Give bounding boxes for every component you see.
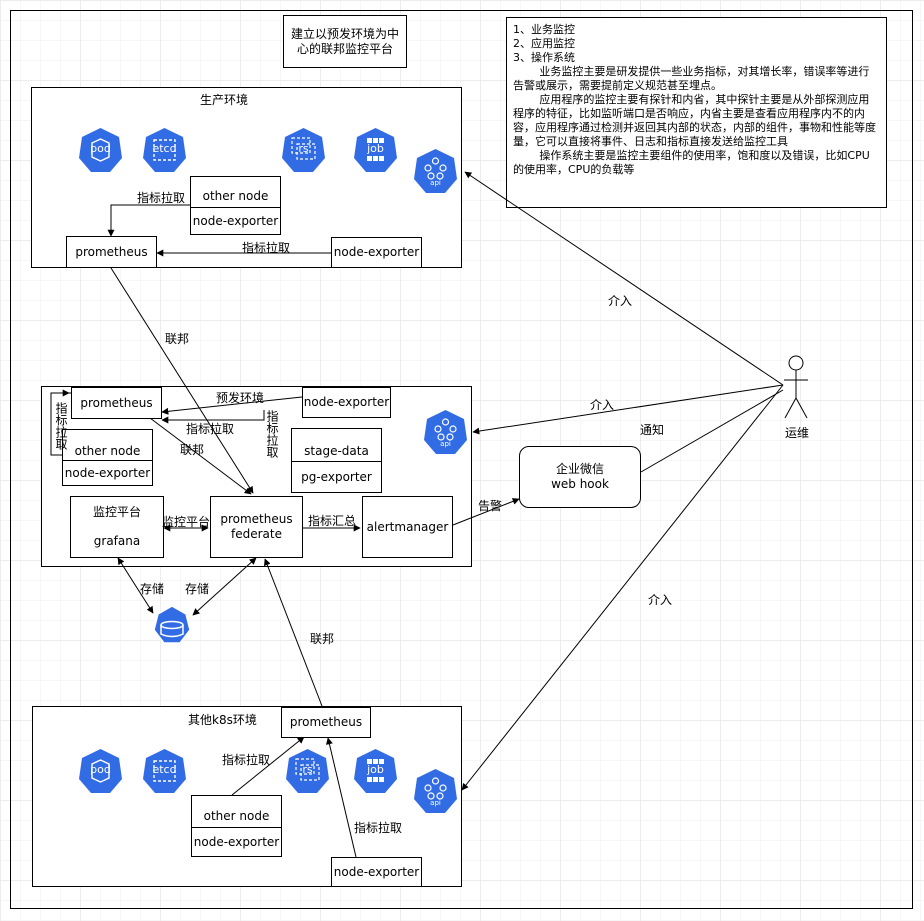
pod-icon-other: pod [79, 748, 122, 793]
notes-paragraph-business: 业务监控主要是研发提供一些业务指标，对其增长率，错误率等进行告警或展示，需要提前… [513, 65, 870, 92]
edge-stage-nodeexporter-to-prometheus [161, 396, 303, 415]
prod-pull-label-1: 指标拉取 [137, 191, 186, 205]
other-pull-label-2: 指标拉取 [354, 821, 403, 835]
replicaset-icon: rs [282, 127, 325, 172]
edge-label-notify: 通知 [640, 423, 665, 437]
stage-data-node[interactable]: stage-data [291, 428, 382, 462]
stage-federation-label: 联邦 [180, 443, 205, 457]
stage-pull-label-vertical-left: 指标拉取 [54, 402, 68, 450]
edge-ops-to-stage-api [472, 384, 784, 435]
prod-prometheus[interactable]: prometheus [66, 236, 157, 268]
etcd-icon-other: etcd [143, 748, 186, 793]
edge-stage-stagedata-to-prometheus [161, 410, 265, 424]
edge-ops-to-other-api [461, 384, 784, 791]
api-server-icon-production[interactable]: api [414, 148, 457, 193]
stage-monitor-platform[interactable]: 监控平台 grafana [70, 496, 164, 558]
notes-item-1: 1、业务监控 [513, 23, 575, 36]
title-text: 建立以预发环境为中心的联邦监控平台 [290, 26, 399, 56]
edge-stage-prometheus-to-federate [149, 417, 252, 495]
other-node-exporter-a[interactable]: node-exporter [191, 827, 282, 857]
other-node-exporter-b[interactable]: node-exporter [331, 857, 422, 887]
stage-other-node[interactable]: other node [62, 429, 153, 461]
stage-aggregate-label: 指标汇总 [308, 514, 357, 528]
wechat-webhook-line2: web hook [551, 477, 609, 491]
stage-pull-label-horizontal: 指标拉取 [186, 422, 235, 436]
notes-paragraph-application: 应用程序的监控主要有探针和内省，其中探针主要是从外部探测应用程序的特征，比如监听… [513, 93, 876, 148]
edge-label-intervene-top: 介入 [608, 294, 633, 308]
edge-label-alert: 告警 [478, 499, 503, 513]
storage-volume-icon [153, 605, 191, 644]
prod-pull-label-2: 指标拉取 [242, 241, 291, 255]
notes-box: 1、业务监控 2、应用监控 3、操作系统 业务监控主要是研发提供一些业务指标，对… [506, 17, 887, 208]
ops-person-icon [784, 355, 808, 419]
replicaset-icon-other: rs [286, 748, 329, 793]
wechat-webhook-line1: 企业微信 [555, 462, 604, 476]
stage-prometheus[interactable]: prometheus [71, 387, 162, 419]
edge-label-federation-top: 联邦 [165, 332, 190, 346]
edge-label-intervene-mid: 介入 [590, 398, 615, 412]
stage-grafana-label: grafana [93, 534, 141, 548]
etcd-icon: etcd [143, 127, 186, 172]
stage-prometheus-federate[interactable]: prometheus federate [210, 496, 303, 558]
stage-monitor-platform-label: 监控平台 [92, 505, 141, 519]
prod-node-exporter-b[interactable]: node-exporter [331, 237, 422, 268]
api-server-icon-other[interactable]: api [414, 768, 457, 813]
title-box: 建立以预发环境为中心的联邦监控平台 [283, 15, 407, 68]
edge-label-federation-bottom: 联邦 [310, 632, 335, 646]
stage-pull-label-vertical-right: 指标拉取 [265, 410, 279, 458]
edge-alert-to-webhook [452, 498, 520, 526]
edge-storage-grafana [117, 557, 154, 614]
notes-paragraph-os: 操作系统主要是监控主要组件的使用率，饱和度以及错误，比如CPU的使用率，CPU的… [513, 149, 870, 176]
edge-label-storage-left: 存储 [140, 582, 165, 596]
edge-ops-to-prod-api [464, 171, 784, 386]
stage-pg-exporter[interactable]: pg-exporter [291, 461, 382, 493]
edge-label-storage-right: 存储 [185, 582, 210, 596]
prod-other-node[interactable]: other node [190, 176, 281, 208]
edge-prod-othernode-to-prometheus [107, 204, 190, 237]
stage-node-exporter-left[interactable]: node-exporter [62, 460, 153, 486]
edge-webhook-notify-ops [640, 389, 784, 473]
edge-federation-other-to-federate [264, 558, 323, 707]
edge-label-intervene-bottom: 介入 [648, 593, 673, 607]
job-icon: job [354, 127, 397, 172]
stage-federate-line2: federate [231, 527, 282, 541]
region-other-k8s-title: 其他k8s环境 [188, 713, 257, 727]
edge-storage-federate [192, 557, 257, 616]
stage-monitor-platform-edge-label: 监控平台 [162, 515, 211, 529]
edge-federation-prod-to-federate [110, 267, 254, 494]
stage-alertmanager[interactable]: alertmanager [362, 496, 453, 558]
notes-item-2: 2、应用监控 [513, 37, 575, 50]
edge-other-othernode-to-prometheus [231, 736, 305, 796]
prod-node-exporter-a[interactable]: node-exporter [190, 207, 281, 235]
pod-icon: pod [79, 127, 122, 172]
other-prometheus[interactable]: prometheus [281, 707, 371, 738]
canvas-frame [10, 10, 913, 909]
notes-item-3: 3、操作系统 [513, 51, 575, 64]
region-staging-title: 预发环境 [216, 391, 265, 405]
job-icon-other: job [354, 748, 397, 793]
wechat-webhook[interactable]: 企业微信 web hook [519, 446, 641, 508]
region-production-title: 生产环境 [200, 93, 249, 107]
other-other-node[interactable]: other node [191, 795, 282, 828]
stage-node-exporter-top[interactable]: node-exporter [302, 387, 391, 418]
api-server-icon-staging[interactable]: api [424, 409, 467, 454]
ops-label: 运维 [785, 426, 810, 440]
stage-federate-line1: prometheus [220, 512, 293, 526]
edge-other-nodeexporter-to-prometheus [326, 737, 357, 858]
other-pull-label-1: 指标拉取 [222, 753, 271, 767]
